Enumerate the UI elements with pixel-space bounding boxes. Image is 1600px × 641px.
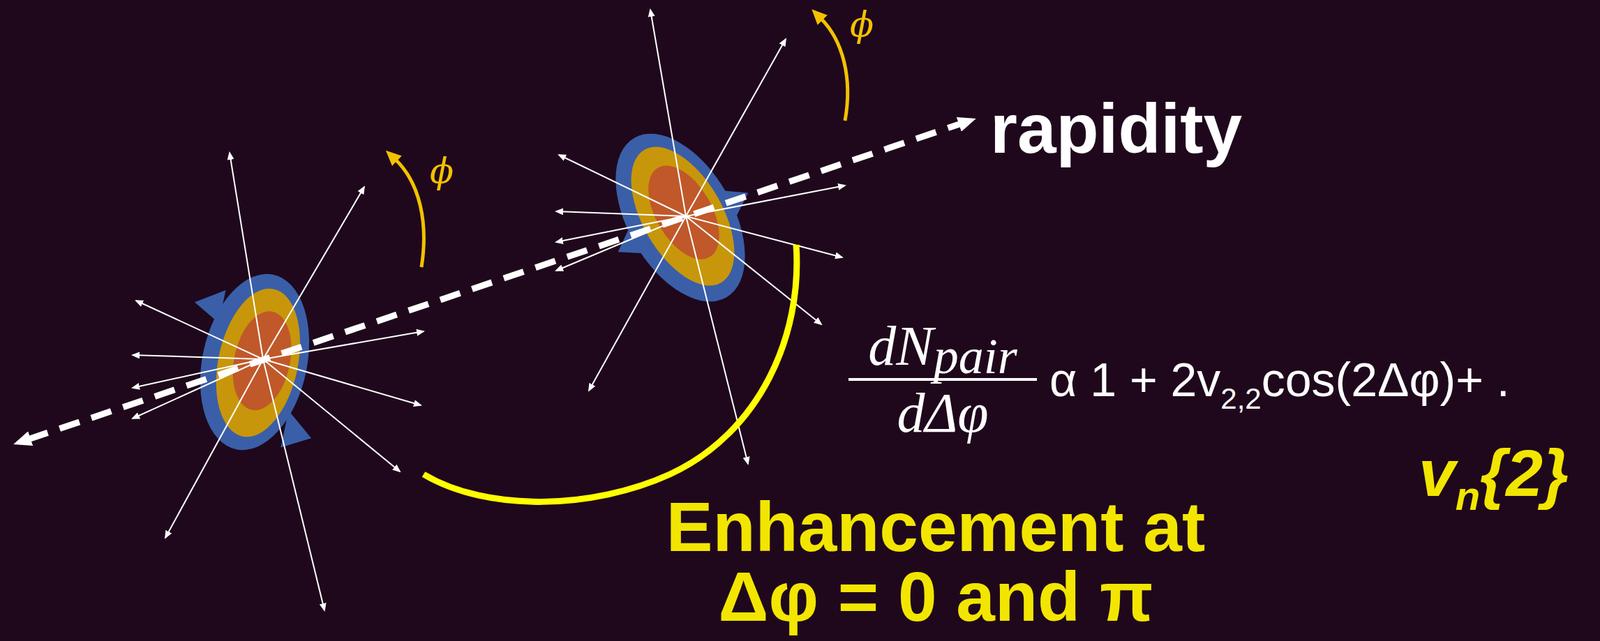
particle-ray: [165, 359, 264, 538]
particle-ray: [556, 211, 686, 217]
flow-coefficient-notation: vn{2}: [1418, 440, 1569, 507]
phi-label: ϕ: [849, 6, 874, 42]
enhancement-note: Enhancement at Δφ = 0 and π: [635, 491, 1236, 632]
particle-ray: [263, 359, 400, 472]
denominator-text: dΔφ: [896, 385, 989, 441]
particle-ray: [558, 154, 686, 217]
axis-label: rapidity: [990, 93, 1243, 164]
denominator: dΔφ: [896, 385, 989, 441]
fraction: dNpair dΔφ: [844, 318, 1042, 441]
phi-arrow: [394, 159, 424, 268]
particle-ray: [136, 300, 264, 360]
formula-subscript: 2,2: [1220, 384, 1261, 414]
particle-ray: [229, 152, 264, 360]
formula-term: α 1 + 2v: [1049, 355, 1221, 404]
phi-label: ϕ: [429, 153, 454, 189]
particle-ray: [685, 216, 822, 325]
particle-ray: [685, 216, 843, 258]
right-particle-rays: [556, 9, 846, 465]
formula-terms: α 1 + 2v2,2cos(2Δφ)+ .: [1049, 355, 1510, 404]
particle-ray: [263, 331, 424, 360]
numerator: dNpair: [868, 318, 1017, 375]
correlation-arc: [423, 244, 797, 502]
formula-term: cos(2Δφ)+ .: [1261, 355, 1510, 404]
left-particle-rays: [132, 152, 424, 611]
rapidity-axis: [27, 123, 962, 440]
particle-ray: [132, 355, 264, 360]
coefficient-symbol: v: [1418, 440, 1456, 507]
particle-ray: [650, 9, 686, 217]
coefficient-subscript: n: [1455, 475, 1480, 517]
pair-distribution-formula: dNpair dΔφ α 1 + 2v2,2cos(2Δφ)+ .: [844, 318, 1510, 441]
coefficient-order: {2}: [1479, 440, 1569, 507]
particle-ray: [263, 359, 325, 611]
phi-arrow: [820, 18, 848, 121]
inner-layer: [633, 153, 734, 271]
numerator-text: dN: [868, 318, 933, 375]
numerator-subscript: pair: [933, 331, 1018, 382]
particle-ray: [132, 359, 264, 419]
particle-ray: [263, 359, 421, 406]
